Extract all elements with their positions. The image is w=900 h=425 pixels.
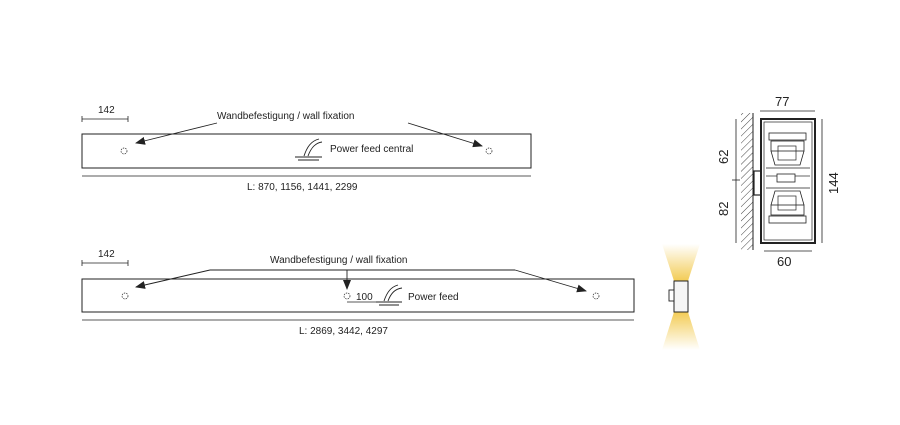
bottom-profile-body	[81, 278, 635, 313]
bottom-fixing-point-left	[121, 292, 129, 300]
top-power-feed-label: Power feed central	[330, 144, 413, 155]
section-wall-bracket	[753, 170, 762, 196]
wall-hatch	[741, 113, 753, 250]
section-width-top-label: 77	[775, 94, 789, 109]
top-fixing-point-right	[485, 147, 493, 155]
side-view-luminaire	[673, 280, 689, 313]
cross-section-drawing: 77 144 62 82	[716, 94, 841, 269]
top-luminaire-drawing: 142 Wandbefestigung / wall fixation Powe…	[81, 105, 532, 193]
top-fixing-point-left	[120, 147, 128, 155]
section-upper-led-module	[766, 132, 810, 169]
bottom-fixation-arrow-right	[514, 269, 587, 293]
bottom-power-feed-label: Power feed	[408, 292, 459, 303]
top-length-label: L: 870, 1156, 1441, 2299	[247, 182, 358, 193]
top-cable-icon	[295, 138, 323, 161]
section-height-lower-label: 82	[716, 202, 731, 216]
downlight-beam	[662, 312, 700, 350]
top-fixation-arrow-left	[135, 122, 218, 145]
section-height-total-label: 144	[826, 172, 841, 194]
bottom-luminaire-drawing: 142 Wandbefestigung / wall fixation 100 …	[81, 249, 635, 337]
side-view-wall-bracket	[668, 289, 675, 302]
section-width-bottom-label: 60	[777, 254, 791, 269]
bottom-offset-label: 142	[98, 249, 115, 260]
bottom-cable-icon	[376, 284, 403, 306]
bottom-length-label: L: 2869, 3442, 4297	[299, 326, 388, 337]
bottom-fixing-point-right	[592, 292, 600, 300]
section-height-upper-label: 62	[716, 150, 731, 164]
top-profile-body	[81, 133, 532, 169]
side-view-light-distribution	[662, 244, 700, 350]
section-lower-led-module	[766, 187, 810, 224]
top-fixation-label: Wandbefestigung / wall fixation	[217, 111, 355, 122]
section-driver-box	[776, 173, 796, 183]
bottom-fixation-label: Wandbefestigung / wall fixation	[270, 255, 408, 266]
uplight-beam	[662, 244, 700, 281]
bottom-fixing-point-center	[343, 292, 351, 300]
bottom-power-offset-label: 100	[356, 292, 373, 303]
top-offset-label: 142	[98, 105, 115, 116]
